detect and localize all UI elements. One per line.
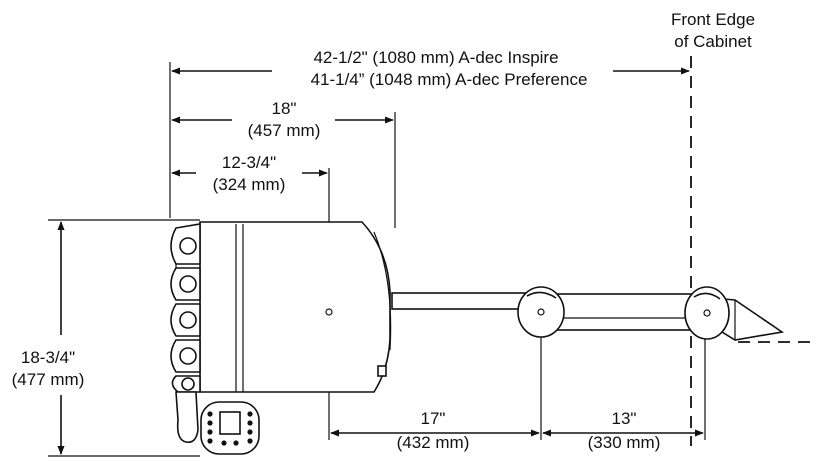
overall-preference-label: 41-1/4” (1048 mm) A-dec Preference [311, 70, 588, 89]
arm-17-mm-label: (432 mm) [397, 433, 470, 452]
height-mm-label: (477 mm) [12, 370, 85, 389]
front-edge-label-line1: Front Edge [671, 10, 755, 29]
handle [175, 391, 199, 444]
arm-17-in-label: 17" [421, 409, 446, 428]
width-1234-in-label: 12-3/4" [222, 153, 276, 172]
touchpad-control [200, 401, 260, 455]
arm-13-mm-label: (330 mm) [588, 433, 661, 452]
arm-13-in-label: 13" [612, 409, 637, 428]
width-18-in-label: 18" [272, 99, 297, 118]
support-arm [391, 286, 785, 341]
delivery-head [170, 221, 392, 444]
width-18-mm-label: (457 mm) [248, 121, 321, 140]
width-1234-mm-label: (324 mm) [213, 175, 286, 194]
front-edge-label-line2: of Cabinet [674, 32, 752, 51]
height-in-label: 18-3/4" [21, 348, 75, 367]
instrument-holders [170, 223, 201, 393]
overall-inspire-label: 42-1/2" (1080 mm) A-dec Inspire [313, 48, 558, 67]
